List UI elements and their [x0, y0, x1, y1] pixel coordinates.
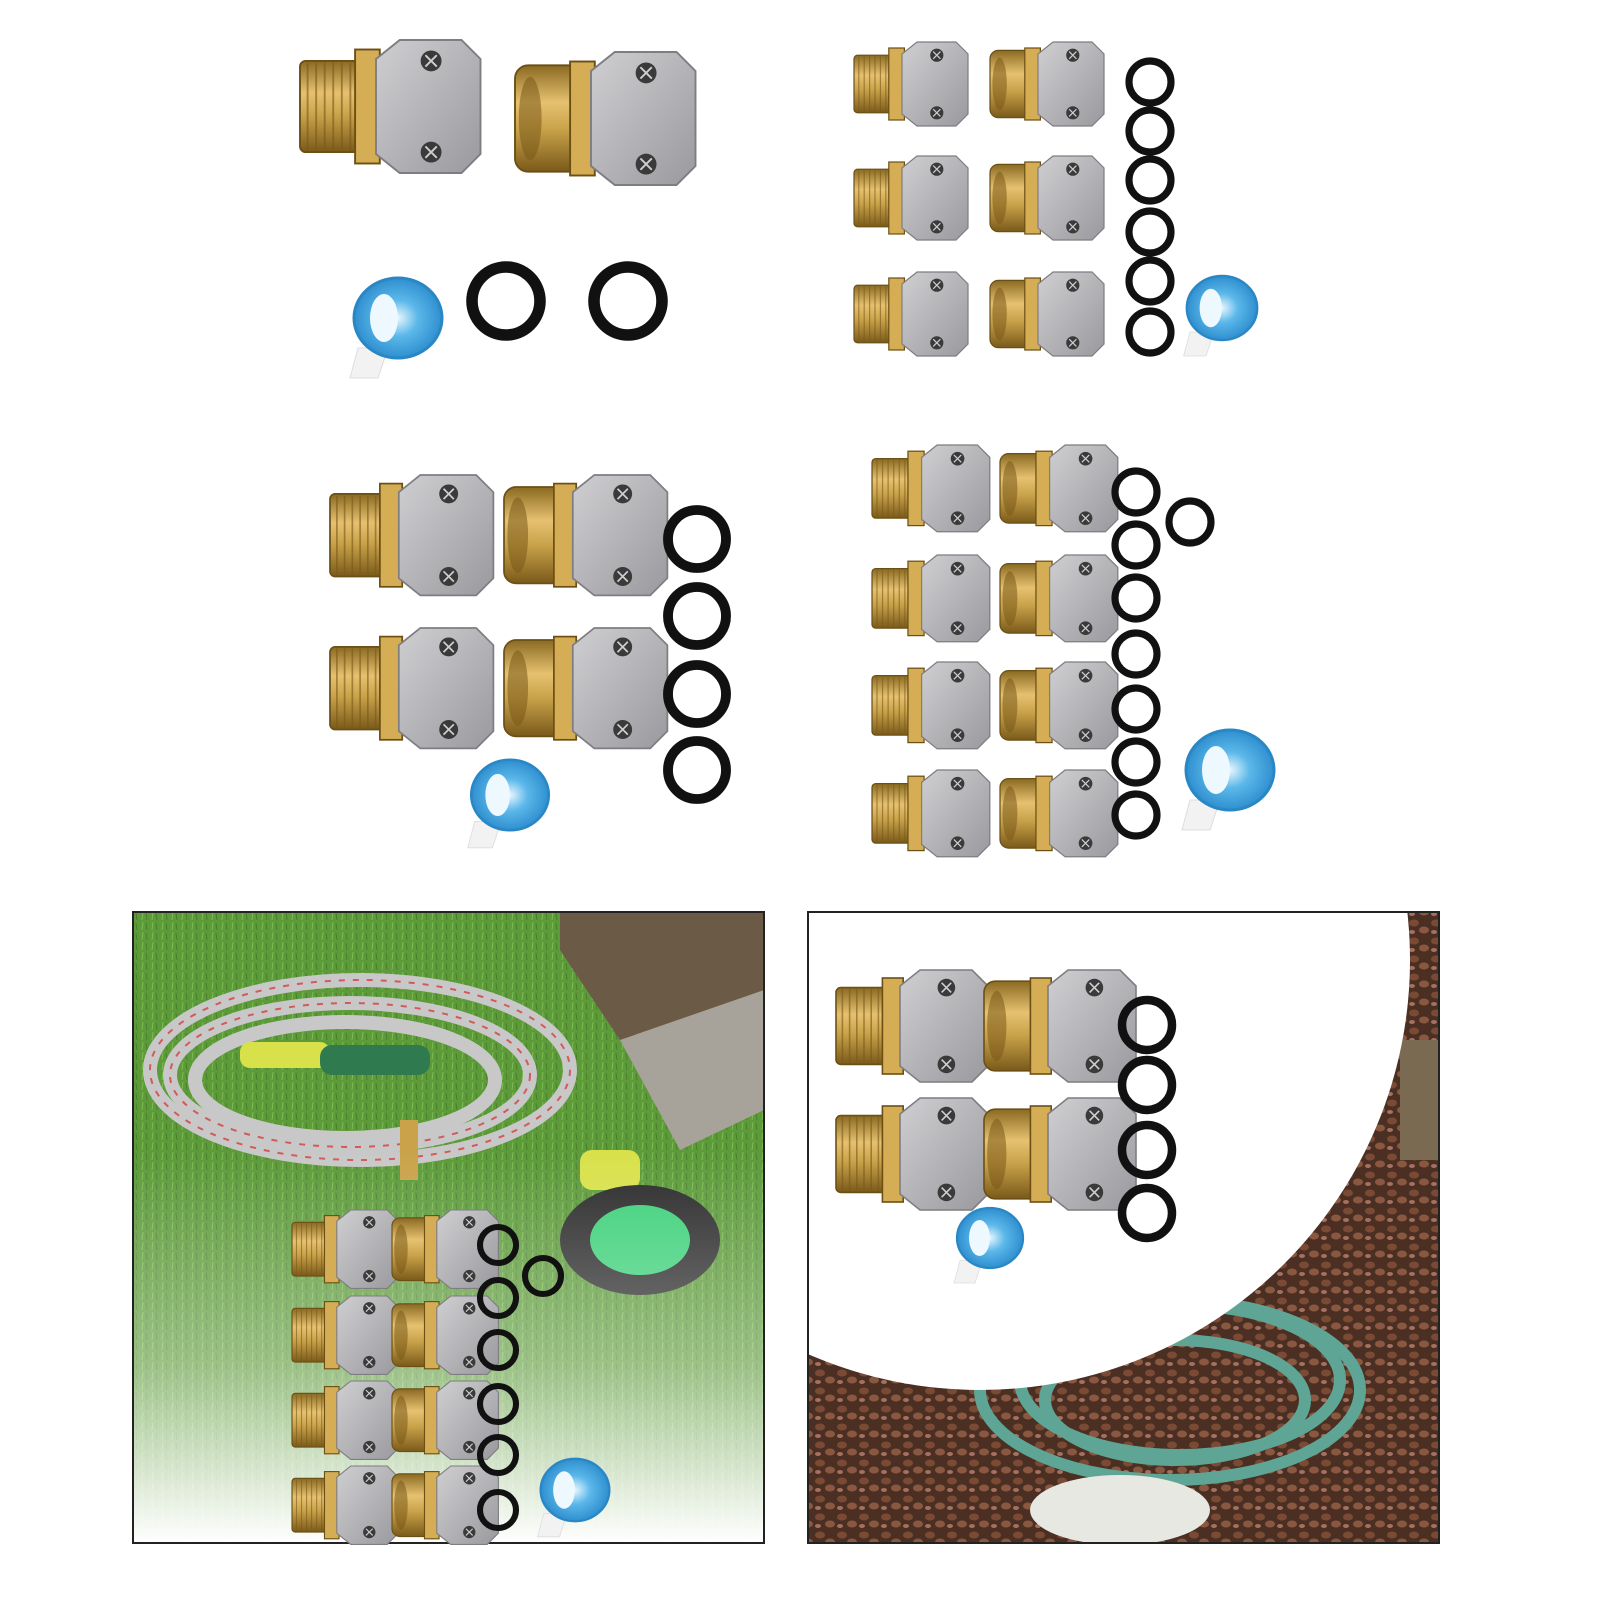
female-connector: [391, 1295, 499, 1375]
female-connector: [503, 474, 669, 597]
male-connector: [291, 1465, 399, 1545]
o-ring: [1111, 629, 1161, 679]
ptfe-tape-roll: [953, 1206, 1025, 1284]
o-ring: [476, 1223, 520, 1267]
female-connector: [503, 627, 669, 750]
o-ring: [1125, 57, 1175, 107]
o-ring: [663, 582, 731, 650]
male-connector: [871, 444, 991, 533]
o-ring: [1117, 1120, 1177, 1180]
female-connector: [514, 51, 697, 186]
o-ring: [1125, 106, 1175, 156]
female-connector: [989, 41, 1105, 127]
male-connector: [329, 474, 495, 597]
o-ring: [476, 1276, 520, 1320]
o-ring: [1111, 520, 1161, 570]
o-ring: [1111, 467, 1161, 517]
female-connector: [999, 769, 1119, 858]
female-connector: [983, 1097, 1137, 1211]
o-ring: [588, 261, 668, 341]
female-connector: [999, 661, 1119, 750]
o-ring: [476, 1488, 520, 1532]
female-connector: [391, 1209, 499, 1289]
female-connector: [391, 1465, 499, 1545]
o-ring: [476, 1433, 520, 1477]
male-connector: [871, 554, 991, 643]
female-connector: [999, 444, 1119, 533]
o-ring: [1125, 307, 1175, 357]
female-connector: [983, 969, 1137, 1083]
ptfe-tape-roll: [537, 1457, 611, 1538]
o-ring: [1117, 1183, 1177, 1243]
o-ring: [476, 1328, 520, 1372]
male-connector: [329, 627, 495, 750]
male-connector: [853, 271, 969, 357]
male-connector: [299, 39, 482, 174]
o-ring: [1111, 790, 1161, 840]
ptfe-tape-roll: [349, 276, 444, 379]
o-ring: [476, 1382, 520, 1426]
o-ring: [663, 505, 731, 573]
o-ring: [663, 736, 731, 804]
o-ring: [1117, 1055, 1177, 1115]
male-connector: [871, 769, 991, 858]
male-connector: [291, 1209, 399, 1289]
ptfe-tape-roll: [1183, 274, 1259, 357]
o-ring: [466, 261, 546, 341]
male-connector: [853, 155, 969, 241]
o-ring: [1117, 995, 1177, 1055]
o-ring: [1125, 207, 1175, 257]
o-ring: [663, 660, 731, 728]
male-connector: [291, 1295, 399, 1375]
male-connector: [291, 1380, 399, 1460]
o-ring: [1111, 573, 1161, 623]
male-connector: [853, 41, 969, 127]
o-ring: [1165, 497, 1215, 547]
female-connector: [999, 554, 1119, 643]
female-connector: [989, 271, 1105, 357]
female-connector: [989, 155, 1105, 241]
ptfe-tape-roll: [467, 758, 551, 849]
male-connector: [835, 969, 989, 1083]
o-ring: [1111, 684, 1161, 734]
male-connector: [835, 1097, 989, 1211]
o-ring: [1125, 155, 1175, 205]
ptfe-tape-roll: [1181, 728, 1276, 831]
o-ring: [521, 1254, 565, 1298]
o-ring: [1111, 737, 1161, 787]
o-ring: [1125, 256, 1175, 306]
male-connector: [871, 661, 991, 750]
